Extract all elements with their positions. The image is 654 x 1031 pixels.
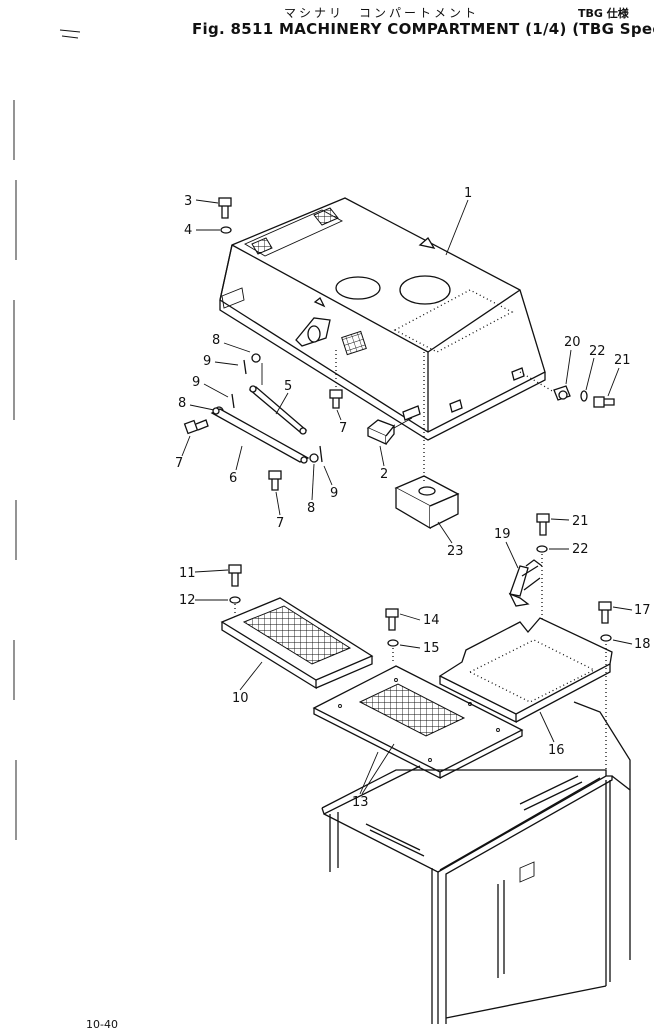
callout-16: 16 bbox=[548, 743, 565, 758]
bolt-7a bbox=[329, 389, 343, 409]
callout-14: 14 bbox=[423, 613, 440, 628]
callout-4: 4 bbox=[184, 223, 192, 238]
callout-1: 1 bbox=[464, 186, 472, 201]
callout-21a: 21 bbox=[614, 353, 631, 368]
washer-8a bbox=[251, 353, 261, 363]
callout-20: 20 bbox=[564, 335, 581, 350]
callout-15: 15 bbox=[423, 641, 440, 656]
callout-2: 2 bbox=[380, 467, 388, 482]
bolt-7b bbox=[183, 419, 209, 435]
callout-22b: 22 bbox=[572, 542, 589, 557]
callout-9c: 9 bbox=[330, 486, 338, 501]
callout-19: 19 bbox=[494, 527, 511, 542]
callout-18: 18 bbox=[634, 637, 651, 652]
callout-17: 17 bbox=[634, 603, 651, 618]
center-panel-13 bbox=[312, 665, 524, 780]
bolt-7c bbox=[268, 470, 282, 491]
washer-22b bbox=[536, 545, 548, 553]
bolt-17 bbox=[598, 601, 612, 624]
header-title-japanese: マシナリ コンパートメント bbox=[284, 6, 480, 20]
callout-22a: 22 bbox=[589, 344, 606, 359]
callout-9b: 9 bbox=[192, 375, 200, 390]
header-tbg-label: TBG 仕様 bbox=[578, 7, 629, 20]
callout-23: 23 bbox=[447, 544, 464, 559]
callout-5: 5 bbox=[284, 379, 292, 394]
latch-19 bbox=[508, 559, 543, 607]
header-title: Fig. 8511 MACHINERY COMPARTMENT (1/4) (T… bbox=[192, 20, 654, 38]
callout-6: 6 bbox=[229, 471, 237, 486]
pin-9b bbox=[231, 393, 235, 409]
callout-8a: 8 bbox=[212, 333, 220, 348]
bracket-block-23 bbox=[394, 475, 460, 530]
washer-4 bbox=[220, 226, 232, 234]
callout-3: 3 bbox=[184, 194, 192, 209]
bolt-21a bbox=[593, 396, 615, 408]
page-number: 10-40 bbox=[86, 1018, 118, 1031]
washer-8c bbox=[309, 453, 319, 463]
bolt-3 bbox=[218, 197, 232, 219]
cover-plate-16 bbox=[438, 617, 613, 724]
bolt-11 bbox=[228, 564, 242, 587]
bolt-21b bbox=[536, 513, 550, 536]
callout-9a: 9 bbox=[203, 354, 211, 369]
callout-12: 12 bbox=[179, 593, 196, 608]
washer-18 bbox=[600, 634, 612, 642]
callout-7c: 7 bbox=[276, 516, 284, 531]
hood-cover bbox=[219, 197, 546, 441]
washer-15 bbox=[387, 639, 399, 647]
washer-12 bbox=[229, 596, 241, 604]
bolt-14 bbox=[385, 608, 399, 631]
washer-22a bbox=[580, 390, 588, 402]
grille-panel-10 bbox=[220, 597, 374, 690]
support-bar-6 bbox=[210, 407, 310, 464]
callout-21b: 21 bbox=[572, 514, 589, 529]
machine-frame bbox=[321, 701, 631, 1024]
pin-9c bbox=[319, 445, 323, 463]
callout-7a: 7 bbox=[339, 421, 347, 436]
link-rod-5 bbox=[248, 363, 308, 435]
callout-13: 13 bbox=[352, 795, 369, 810]
callout-7b: 7 bbox=[175, 456, 183, 471]
bumper-2 bbox=[366, 419, 396, 446]
callout-11: 11 bbox=[179, 566, 196, 581]
callout-8c: 8 bbox=[307, 501, 315, 516]
scan-marks bbox=[13, 29, 81, 840]
callout-8b: 8 bbox=[178, 396, 186, 411]
pin-9a bbox=[243, 359, 247, 375]
fitting-20 bbox=[553, 385, 571, 401]
callout-10: 10 bbox=[232, 691, 249, 706]
